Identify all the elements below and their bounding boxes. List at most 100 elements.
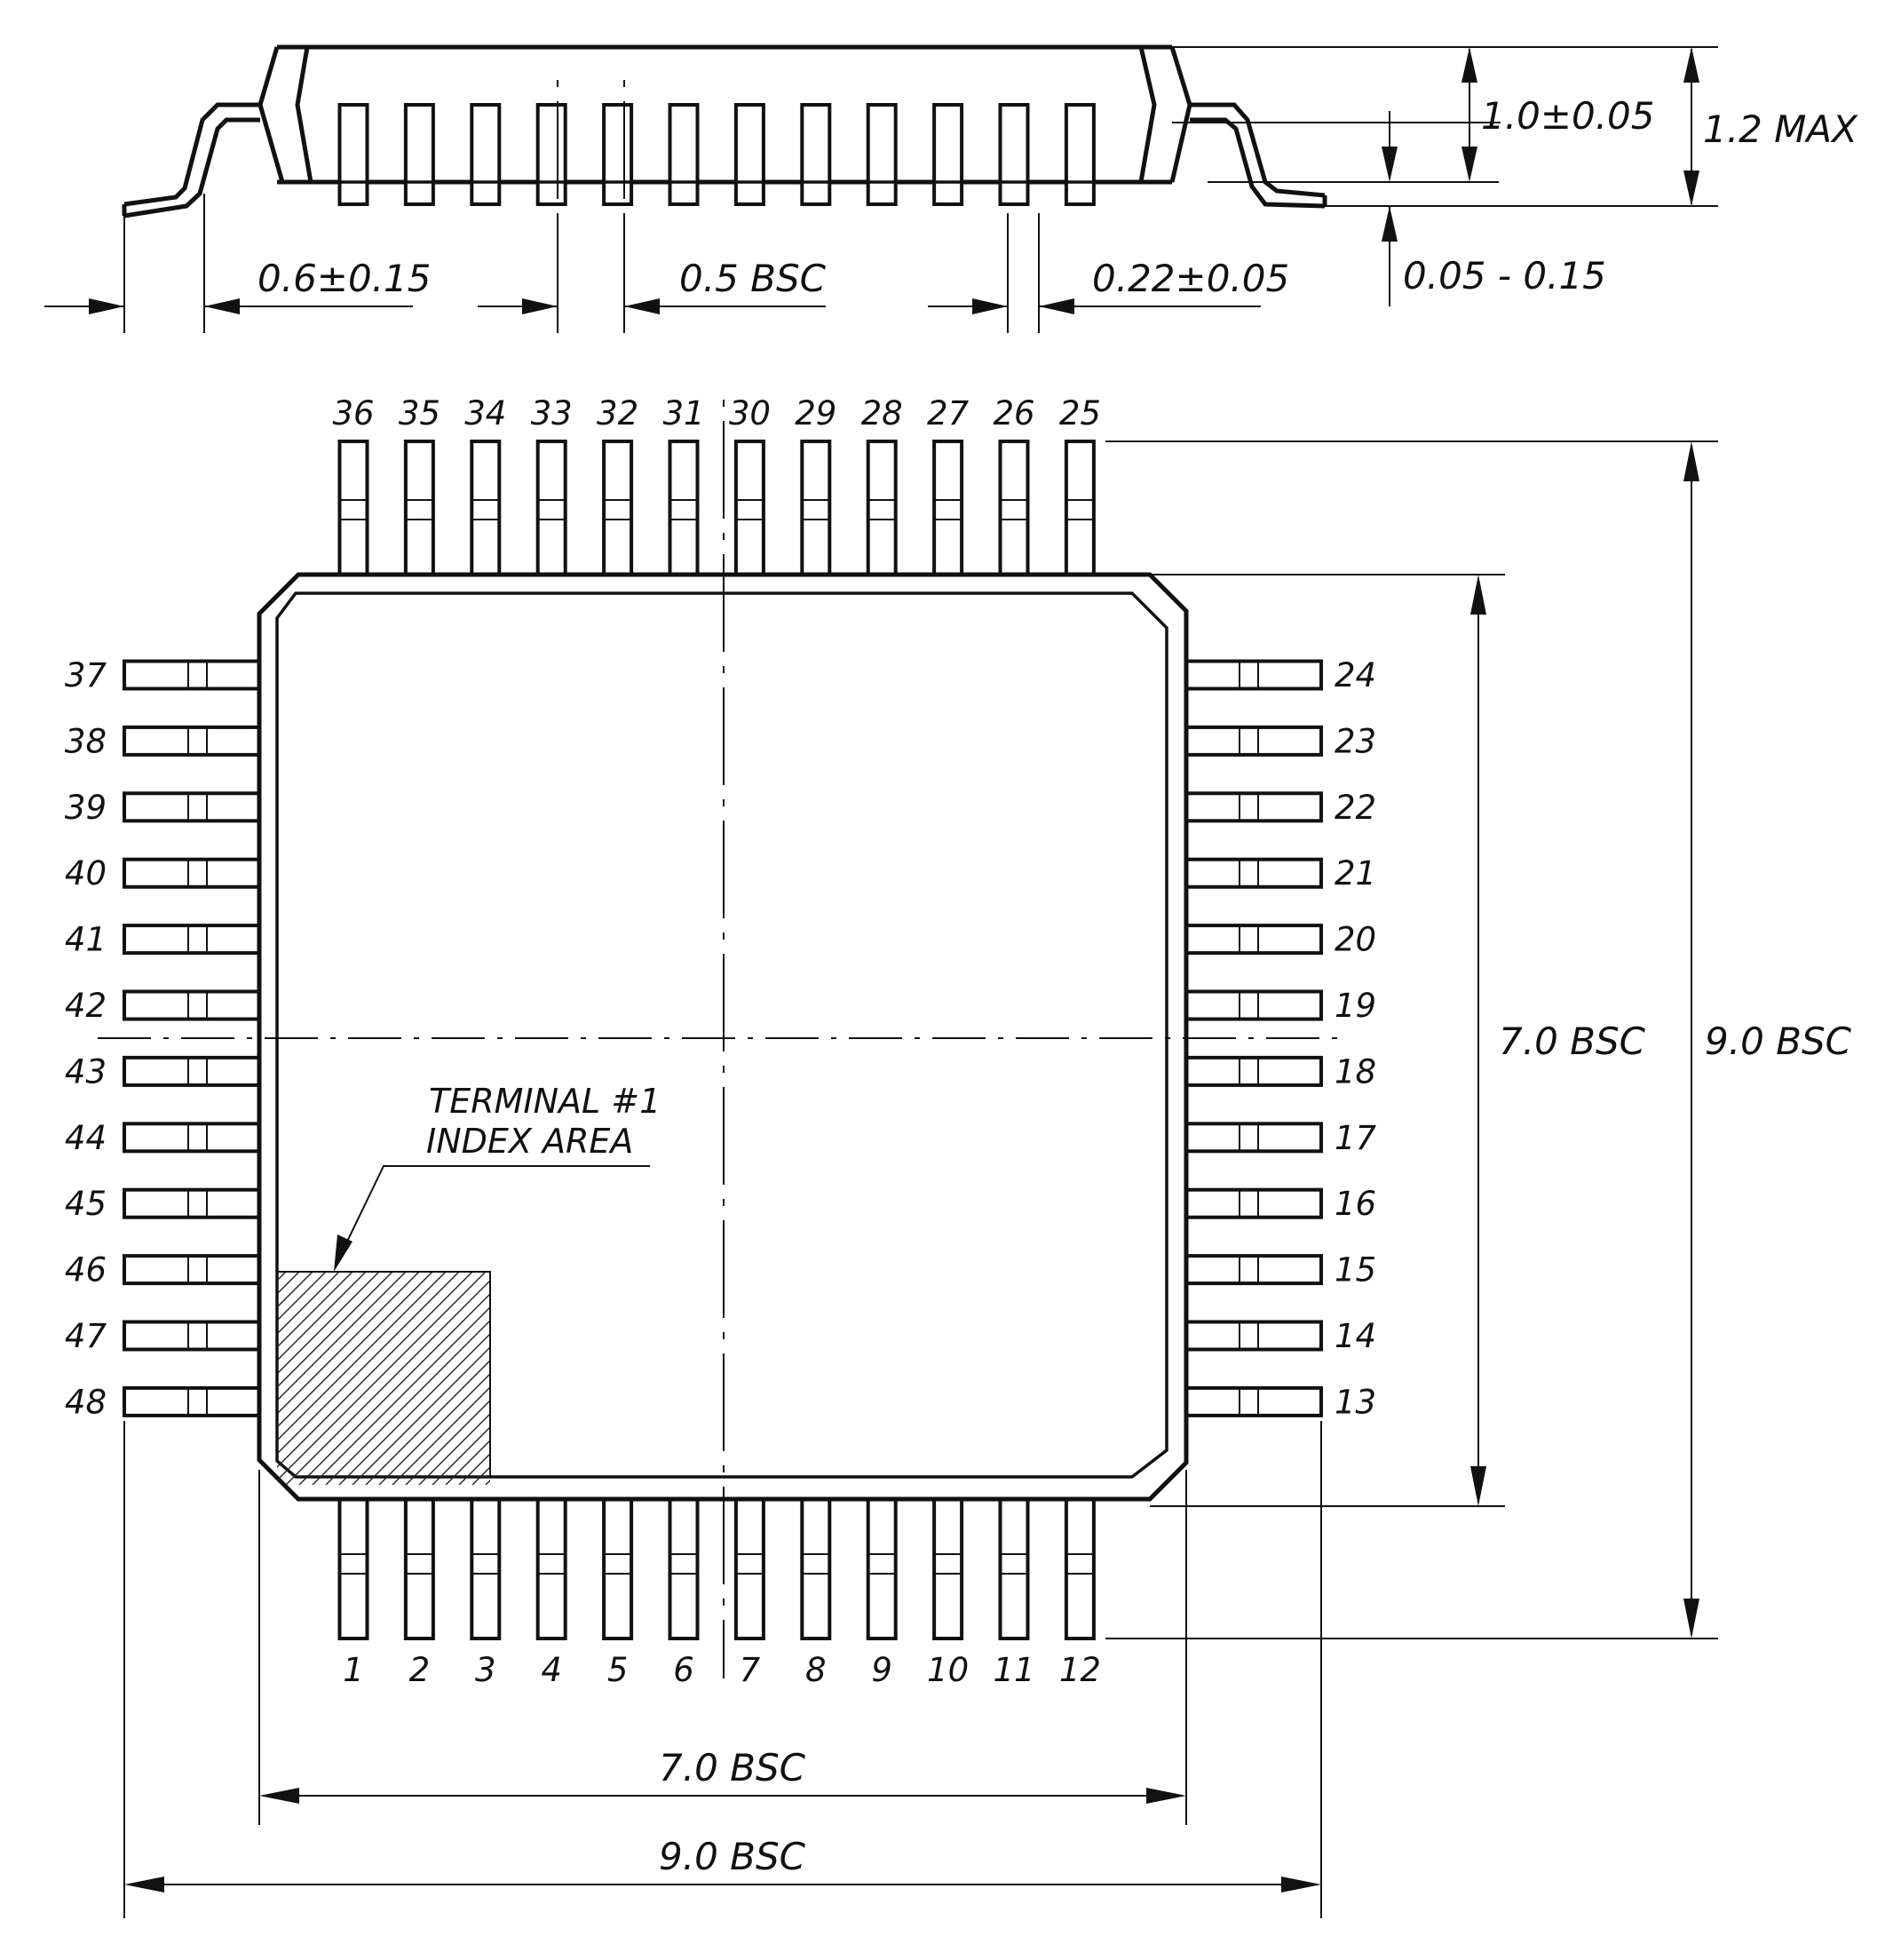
pin-label-39: 39 <box>65 789 107 827</box>
hatch-line <box>277 1272 420 1415</box>
pin-label-44: 44 <box>65 1119 107 1157</box>
pin-label-4: 4 <box>541 1651 562 1689</box>
pin-label-9: 9 <box>871 1651 892 1689</box>
lead-10 <box>932 1495 964 1640</box>
dim-body-width: 7.0 BSC <box>659 1746 806 1789</box>
lead-48 <box>123 1385 264 1417</box>
side-body-right-taper <box>1138 46 1192 183</box>
dim-body-thickness: 1.0±0.05 <box>1481 94 1655 138</box>
side-lead <box>535 103 567 206</box>
pin-label-48: 48 <box>65 1383 107 1421</box>
pin-label-29: 29 <box>795 394 836 432</box>
side-lead <box>733 103 765 206</box>
lead-44 <box>123 1122 264 1154</box>
hatch-line <box>277 1272 407 1401</box>
side-lead-right <box>1190 102 1327 209</box>
pin-label-37: 37 <box>65 656 107 694</box>
dim-overall-width-arrow-l <box>124 1877 164 1893</box>
side-dim-foot-arrow-l <box>89 298 124 314</box>
side-lead <box>668 103 700 206</box>
lead-25 <box>1064 440 1096 579</box>
side-lead <box>932 103 964 206</box>
lead-9 <box>866 1495 898 1640</box>
hatch-line <box>378 1373 490 1485</box>
hatch-line <box>418 1413 490 1485</box>
lead-20 <box>1182 924 1323 956</box>
hatch-line <box>405 1400 490 1485</box>
lead-39 <box>123 791 264 823</box>
pin-label-2: 2 <box>409 1651 431 1689</box>
lead-36 <box>337 440 369 579</box>
pin-label-25: 25 <box>1059 394 1101 432</box>
side-lead <box>800 103 832 206</box>
lead-1 <box>337 1495 369 1640</box>
dim-standoff: 0.05 - 0.15 <box>1403 254 1606 298</box>
side-lead <box>337 103 369 206</box>
pin-label-28: 28 <box>861 394 903 432</box>
lead-5 <box>602 1495 634 1640</box>
pin-label-6: 6 <box>673 1651 694 1689</box>
dim-lead-width: 0.22±0.05 <box>1092 257 1289 300</box>
lead-28 <box>866 440 898 579</box>
pin-label-42: 42 <box>65 987 107 1025</box>
side-lead-left <box>122 102 260 218</box>
dim-lead-foot-length: 0.6±0.15 <box>257 257 432 300</box>
side-dim-width-arrow-r <box>1039 298 1074 314</box>
side-view: 0.6±0.15 0.5 BSC 0.22±0.05 1.0±0.05 0.05… <box>44 44 1858 333</box>
lead-27 <box>932 440 964 579</box>
lead-16 <box>1182 1187 1323 1219</box>
hatch-line <box>277 1272 447 1441</box>
lead-33 <box>535 440 567 579</box>
pin-label-46: 46 <box>65 1251 107 1289</box>
side-lead <box>998 103 1030 206</box>
hatch-line <box>365 1360 490 1485</box>
pin-label-27: 27 <box>927 394 970 432</box>
index-note-line-2: INDEX AREA <box>426 1122 633 1161</box>
lead-31 <box>668 440 700 579</box>
pin-label-22: 22 <box>1335 789 1376 827</box>
pin-label-3: 3 <box>475 1651 496 1689</box>
hatch-line <box>277 1272 380 1375</box>
dim-overall-height: 9.0 BSC <box>1705 1020 1852 1063</box>
dim-body-height: 7.0 BSC <box>1499 1020 1646 1063</box>
hatch-line <box>59 1272 273 1485</box>
lead-38 <box>123 725 264 757</box>
side-dim-height-arrow-t <box>1683 47 1699 83</box>
hatch-line <box>432 1426 490 1485</box>
hatch-line <box>445 1440 490 1485</box>
pin-label-41: 41 <box>65 921 107 959</box>
lead-45 <box>123 1187 264 1219</box>
lead-30 <box>733 440 765 579</box>
lead-row-right <box>1182 659 1323 1417</box>
pin-label-31: 31 <box>662 394 704 432</box>
package-body-inner-outline <box>275 591 1168 1479</box>
pin-label-8: 8 <box>805 1651 827 1689</box>
pin-label-19: 19 <box>1335 987 1376 1025</box>
pin-label-30: 30 <box>729 394 771 432</box>
lead-46 <box>123 1254 264 1286</box>
pin-label-10: 10 <box>927 1651 969 1689</box>
lead-41 <box>123 924 264 956</box>
hatch-line <box>277 1272 327 1321</box>
pin-label-18: 18 <box>1335 1052 1376 1091</box>
hatch-line <box>285 1280 490 1485</box>
hatch-line <box>277 1272 393 1388</box>
lead-37 <box>123 659 264 691</box>
dim-lead-pitch: 0.5 BSC <box>679 257 827 300</box>
lead-row-bottom <box>337 1495 1096 1640</box>
lead-40 <box>123 857 264 889</box>
pin-label-7: 7 <box>740 1651 761 1689</box>
hatch-line <box>277 1272 340 1335</box>
side-dim-foot-arrow-r <box>204 298 240 314</box>
hatch-line <box>277 1272 287 1282</box>
side-dim-pitch-arrow-l <box>522 298 558 314</box>
hatch-line <box>298 1293 490 1485</box>
pin-label-11: 11 <box>993 1651 1034 1689</box>
top-view: TERMINAL #1 INDEX AREA 7.0 BSC 9.0 BSC 7… <box>59 394 1852 1918</box>
lead-47 <box>123 1320 264 1352</box>
pin-label-16: 16 <box>1335 1185 1376 1223</box>
pin-label-12: 12 <box>1059 1651 1101 1689</box>
